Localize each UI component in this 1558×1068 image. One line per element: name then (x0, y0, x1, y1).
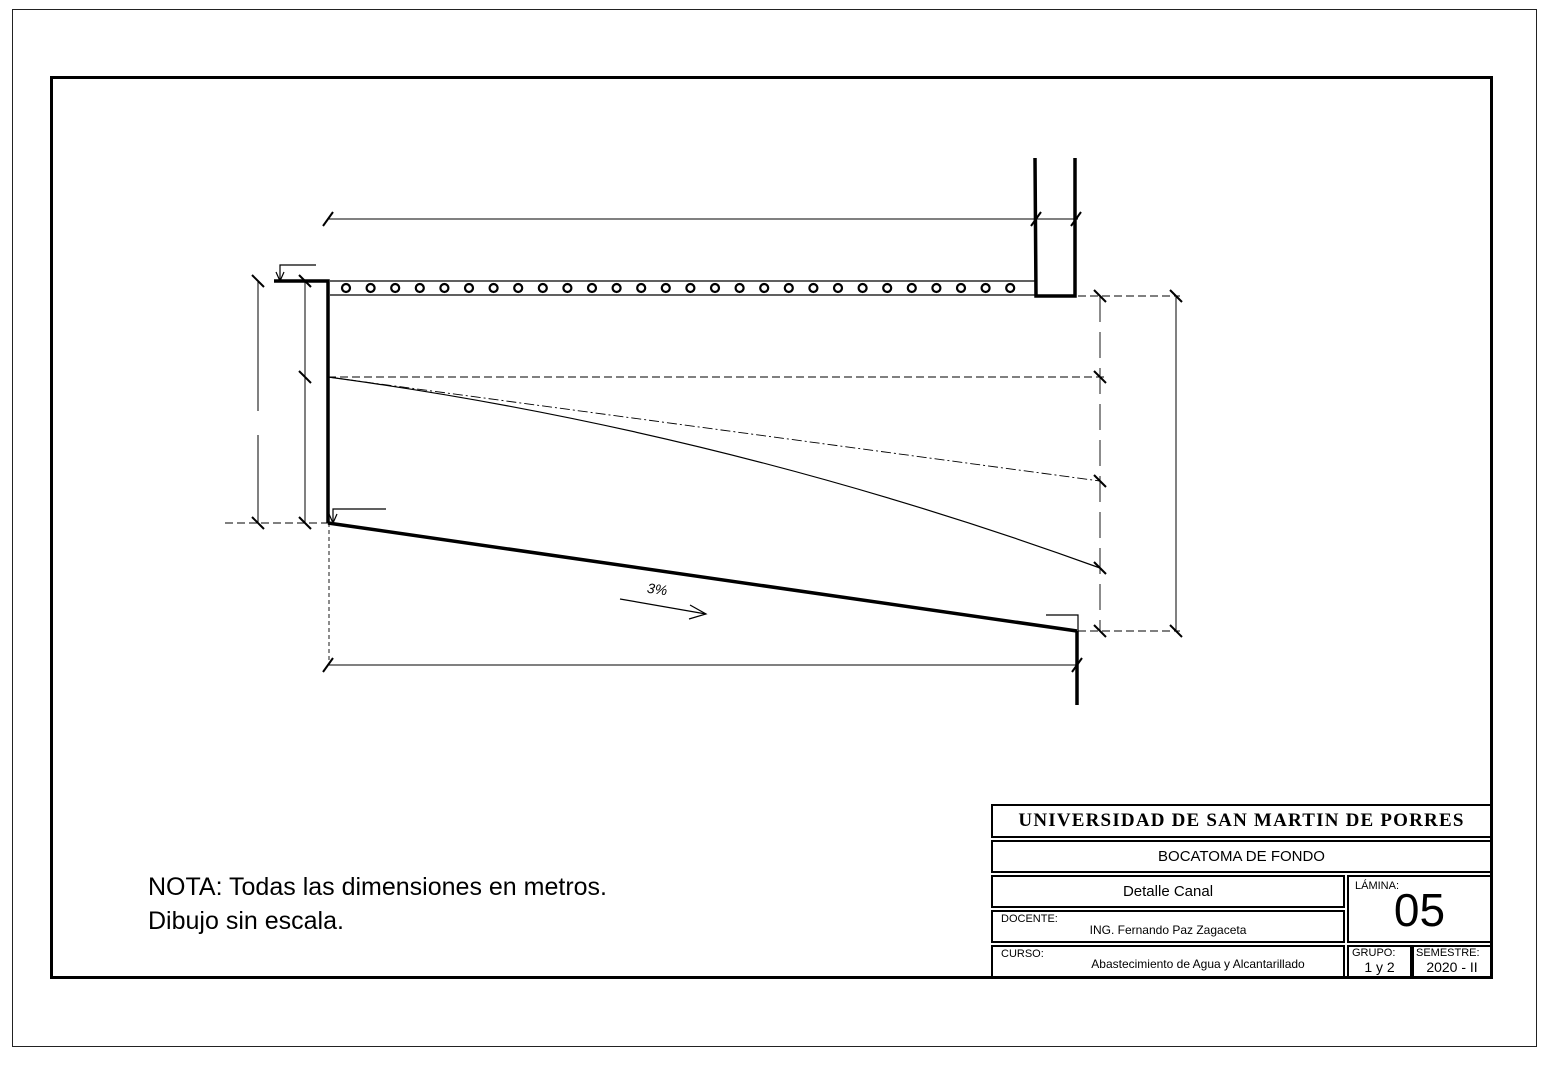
grate-bar-circle (537, 282, 548, 294)
grate-bar-circle (906, 282, 917, 294)
grate-bar-circle (562, 282, 573, 294)
grupo-label: GRUPO: (1352, 947, 1396, 959)
lamina-cell: LÁMINA: 05 (1347, 875, 1492, 943)
grupo-value: 1 y 2 (1364, 959, 1395, 975)
lamina-number: 05 (1393, 884, 1446, 936)
grate-bar-circle (783, 282, 794, 294)
dashed-reference-lines (225, 295, 1180, 665)
grate-bar-circle (611, 282, 622, 294)
docente-cell: DOCENTE: ING. Fernando Paz Zagaceta (991, 910, 1345, 943)
bottom-dimension-line (322, 657, 1083, 673)
drawing-note: NOTA: Todas las dimensiones en metros. D… (148, 870, 607, 938)
sheet-outer-border (12, 9, 1537, 1047)
grate-bar-circle (439, 282, 450, 294)
curso-cell: CURSO: Abastecimiento de Agua y Alcantar… (991, 945, 1345, 978)
grate-bar-circle (636, 282, 647, 294)
grate-bar-circle (365, 282, 376, 294)
sheet-title: Detalle Canal (991, 875, 1345, 908)
grate-bar-circle (857, 282, 868, 294)
lamina-label: LÁMINA: (1355, 880, 1400, 892)
left-wall (274, 279, 330, 523)
grate-bar-circle (660, 282, 671, 294)
slope-arrow (619, 598, 708, 620)
grate-bar-circle (513, 282, 524, 294)
curso-label: CURSO: (1001, 948, 1044, 960)
docente-value: ING. Fernando Paz Zagaceta (1089, 923, 1247, 937)
grate-bar-circle (586, 282, 598, 294)
grate-bar-circle (1005, 282, 1016, 294)
project-title: BOCATOMA DE FONDO (991, 840, 1492, 873)
note-line-2: Dibujo sin escala. (148, 907, 344, 935)
grate-bar-circle (340, 282, 352, 294)
docente-label: DOCENTE: (1001, 913, 1058, 925)
right-dimension-lines (1093, 289, 1183, 638)
grate-bar-circle (390, 282, 401, 294)
grate-bar-circle (709, 282, 721, 294)
university-name: UNIVERSIDAD DE SAN MARTIN DE PORRES (991, 804, 1492, 838)
grate-bar-circle (463, 282, 475, 294)
semestre-cell: SEMESTRE: 2020 - II (1412, 945, 1492, 978)
semestre-label: SEMESTRE: (1416, 947, 1480, 959)
semestre-value: 2020 - II (1426, 959, 1478, 975)
grate-bars (330, 280, 1036, 296)
grate-bar-circle (414, 282, 425, 294)
grate-bar-circle (734, 282, 745, 294)
grupo-cell: GRUPO: 1 y 2 (1347, 945, 1412, 978)
left-dimension-lines (251, 274, 312, 530)
grate-bar-circle (931, 282, 942, 294)
drawing-frame (50, 76, 1493, 979)
grate-bar-circle (808, 282, 819, 294)
grate-bar-circle (759, 282, 770, 294)
grate-bar-circle (955, 282, 967, 294)
water-surface-profile (327, 376, 1101, 569)
level-markers (275, 264, 1079, 631)
top-dimension-line (322, 211, 1082, 227)
outlet-channel (1033, 157, 1077, 298)
grate-bar-circle (488, 282, 499, 294)
note-line-1: NOTA: Todas las dimensiones en metros. (148, 873, 607, 901)
slope-label: 3% (646, 580, 668, 599)
grate-bar-circle (882, 282, 893, 294)
grate-bar-circle (980, 282, 991, 294)
grate-bar-circle (832, 282, 844, 294)
curso-value: Abastecimiento de Agua y Alcantarillado (1091, 957, 1305, 971)
channel-floor (327, 521, 1078, 633)
grate-bar-circle (685, 282, 696, 294)
